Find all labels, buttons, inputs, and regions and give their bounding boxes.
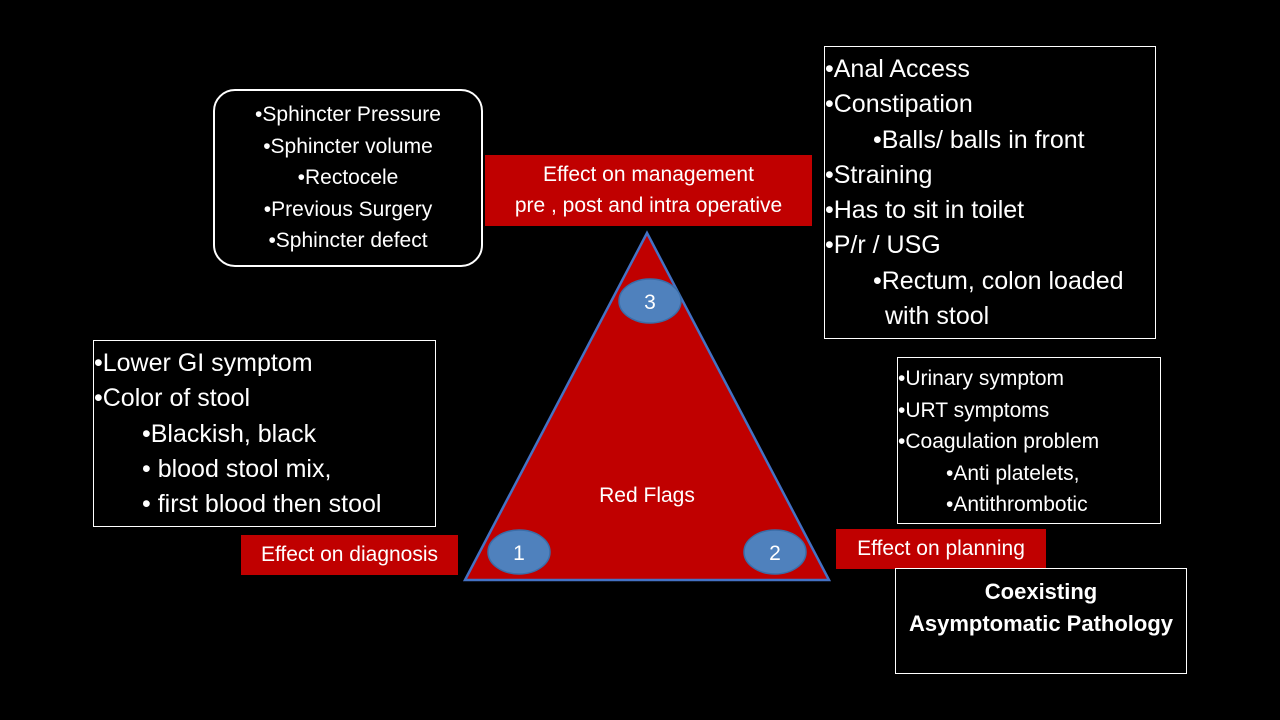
svg-text:2: 2	[769, 542, 781, 565]
list-item: •Sphincter defect	[268, 229, 428, 253]
list-item: •Has to sit in toilet	[825, 196, 1025, 225]
diagnosis-text: Effect on diagnosis	[260, 543, 439, 566]
list-item: •Rectum, colon loaded	[873, 266, 1124, 295]
node-circle-1: 1	[487, 529, 551, 575]
triangle-label: Red Flags	[599, 484, 695, 507]
node-circle-3: 3	[618, 278, 682, 324]
list-item: •Anti platelets,	[946, 461, 1080, 485]
list-item: •Previous Surgery	[263, 197, 433, 221]
coexisting-line-1: Coexisting	[984, 579, 1098, 604]
lower-gi-list: •Lower GI symptom •Color of stool •Black…	[94, 346, 435, 522]
effect-on-planning-label: Effect on planning	[836, 529, 1046, 569]
list-item: •Coagulation problem	[898, 430, 1100, 454]
sphincter-box: •Sphincter Pressure •Sphincter volume •R…	[213, 89, 483, 267]
effect-on-management-label: Effect on management pre , post and intr…	[485, 155, 812, 226]
list-item: •Sphincter Pressure	[255, 103, 441, 127]
urinary-list: •Urinary symptom •URT symptoms •Coagulat…	[898, 363, 1160, 521]
node-circle-2: 2	[743, 529, 807, 575]
management-line-1: Effect on management	[543, 163, 754, 186]
list-item: •URT symptoms	[898, 398, 1050, 422]
svg-text:3: 3	[644, 291, 656, 314]
list-item: •Straining	[825, 160, 933, 189]
list-item: •P/r / USG	[825, 231, 941, 260]
list-item: •Lower GI symptom	[94, 349, 313, 377]
lower-gi-box: •Lower GI symptom •Color of stool •Black…	[93, 340, 436, 527]
coexisting-line-2: Asymptomatic Pathology	[908, 610, 1174, 636]
svg-text:1: 1	[513, 542, 525, 565]
list-item: • first blood then stool	[142, 490, 382, 519]
list-item: •Color of stool	[94, 384, 251, 413]
anal-access-box: •Anal Access •Constipation •Balls/ balls…	[824, 46, 1156, 339]
list-item: •Rectocele	[297, 166, 399, 190]
urinary-box: •Urinary symptom •URT symptoms •Coagulat…	[897, 357, 1161, 524]
list-item: •Antithrombotic	[946, 493, 1088, 517]
list-item: •Sphincter volume	[263, 134, 433, 158]
management-line-2: pre , post and intra operative	[514, 194, 783, 217]
planning-text: Effect on planning	[857, 537, 1025, 560]
coexisting-pathology-box: Coexisting Asymptomatic Pathology	[895, 568, 1187, 674]
effect-on-diagnosis-label: Effect on diagnosis	[241, 535, 458, 575]
list-item: with stool	[885, 302, 990, 331]
list-item: • blood stool mix,	[142, 454, 332, 483]
list-item: •Urinary symptom	[898, 367, 1065, 390]
list-item: •Balls/ balls in front	[873, 125, 1085, 154]
sphincter-list: •Sphincter Pressure •Sphincter volume •R…	[255, 99, 441, 257]
anal-access-list: •Anal Access •Constipation •Balls/ balls…	[825, 52, 1155, 334]
list-item: •Constipation	[825, 90, 973, 119]
list-item: •Anal Access	[825, 55, 970, 83]
triangle-shape	[462, 230, 832, 582]
list-item: •Blackish, black	[142, 419, 317, 448]
